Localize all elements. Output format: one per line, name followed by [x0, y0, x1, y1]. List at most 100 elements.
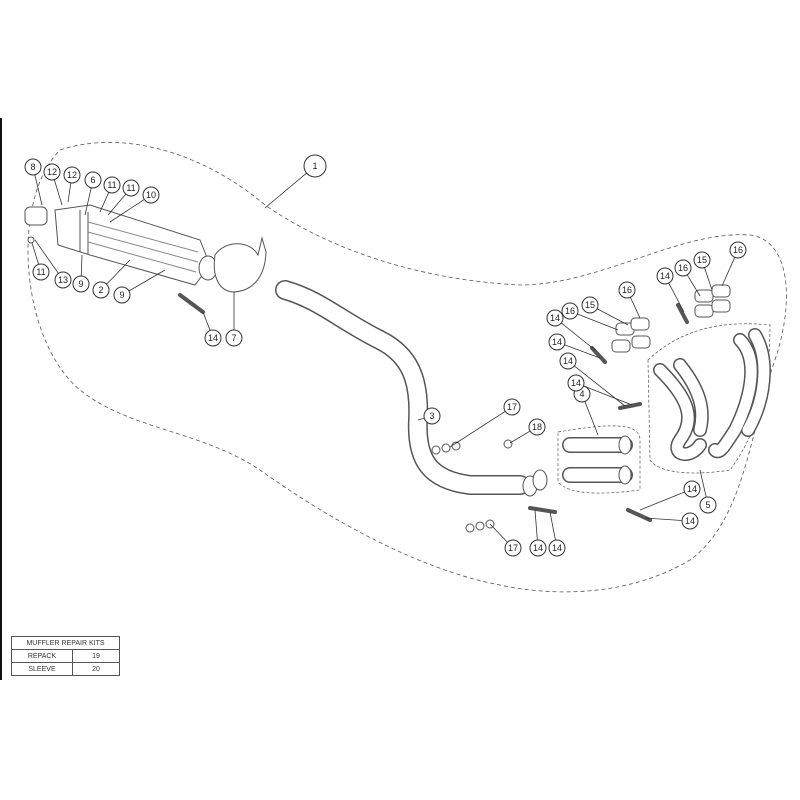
kit-name: SLEEVE — [11, 662, 73, 676]
callout-3: 3 — [417, 407, 441, 425]
leader-line — [509, 430, 531, 444]
callout-circle — [72, 275, 90, 293]
collector — [557, 425, 641, 494]
leader-line — [67, 182, 72, 203]
callout-number: 9 — [78, 279, 83, 289]
callout-circle — [54, 271, 72, 289]
callout-16: 16 — [561, 302, 619, 331]
callout-circle — [122, 179, 140, 197]
kit-part-number: 20 — [72, 662, 120, 676]
kit-part-number: 19 — [72, 649, 120, 663]
leader-line — [560, 322, 596, 351]
callout-number: 16 — [622, 285, 632, 295]
callout-number: 17 — [507, 402, 517, 412]
leader-line — [596, 308, 629, 326]
callout-circle — [103, 176, 121, 194]
repair-kits-table: MUFFLER REPAIR KITS REPACK 19 SLEEVE 20 — [11, 636, 120, 676]
callout-number: 14 — [533, 543, 543, 553]
callout-circle — [699, 496, 717, 514]
end-cap — [24, 206, 48, 226]
callout-16: 16 — [618, 281, 641, 319]
leader-line — [53, 179, 63, 206]
small-parts — [431, 284, 731, 533]
callout-circle — [561, 302, 579, 320]
callout-16: 16 — [721, 241, 747, 287]
callout-number: 11 — [107, 180, 116, 190]
callout-number: 6 — [90, 175, 95, 185]
callout-number: 2 — [98, 285, 103, 295]
leader-line — [534, 509, 538, 541]
callout-number: 11 — [126, 183, 135, 193]
callout-16: 16 — [674, 259, 701, 297]
callout-number: 14 — [552, 337, 562, 347]
leader-line — [704, 267, 713, 291]
callout-11: 11 — [31, 242, 50, 281]
leader-line — [202, 311, 211, 331]
callout-11: 11 — [99, 176, 121, 213]
callout-14: 14 — [548, 511, 566, 557]
callout-11: 11 — [107, 179, 140, 216]
callout-14: 14 — [548, 333, 601, 359]
callout-circle — [581, 296, 599, 314]
leader-line — [644, 517, 683, 521]
callout-circle — [32, 263, 50, 281]
callout-number: 16 — [565, 306, 575, 316]
leader-line — [106, 259, 131, 285]
callout-circle — [567, 374, 585, 392]
washer — [27, 236, 35, 244]
callout-14: 14 — [546, 309, 596, 351]
callout-circle — [681, 512, 699, 530]
callout-circle — [225, 329, 243, 347]
callout-number: 14 — [208, 333, 218, 343]
callout-14: 14 — [644, 512, 699, 530]
callout-circle — [113, 286, 131, 304]
callout-number: 9 — [119, 290, 124, 300]
callout-number: 14 — [687, 484, 697, 494]
callout-circle — [24, 158, 42, 176]
callout-14: 14 — [567, 374, 633, 406]
muffler-bracket — [213, 236, 267, 293]
callout-circle — [618, 281, 636, 299]
callout-circle — [546, 309, 564, 327]
callout-number: 14 — [685, 516, 695, 526]
callout-circle — [529, 539, 547, 557]
callout-9: 9 — [72, 254, 90, 293]
leader-line — [699, 469, 707, 498]
table-row: SLEEVE 20 — [11, 662, 120, 676]
callout-number: 14 — [660, 271, 670, 281]
leader-line — [34, 174, 43, 206]
callout-7: 7 — [225, 292, 243, 347]
callout-number: 14 — [563, 356, 573, 366]
callout-number: 8 — [30, 162, 35, 172]
kit-name: REPACK — [11, 649, 73, 663]
table-row: REPACK 19 — [11, 649, 120, 663]
callout-12: 12 — [43, 163, 63, 206]
frame-border — [0, 118, 2, 680]
callout-circle — [43, 163, 61, 181]
leader-line — [109, 199, 145, 223]
leader-line — [449, 411, 506, 448]
leader-line — [686, 274, 701, 297]
callout-18: 18 — [509, 418, 546, 444]
repair-kits-title: MUFFLER REPAIR KITS — [11, 636, 120, 650]
callout-17: 17 — [489, 523, 522, 557]
callout-number: 16 — [733, 245, 743, 255]
callout-circle — [504, 539, 522, 557]
callout-15: 15 — [581, 296, 629, 326]
callout-13: 13 — [34, 239, 72, 289]
callout-circle — [503, 398, 521, 416]
callout-number: 1 — [312, 161, 317, 171]
leader-line — [549, 511, 556, 541]
callout-number: 15 — [585, 300, 595, 310]
link-pipe — [275, 280, 548, 497]
callout-number: 5 — [705, 500, 710, 510]
callout-circle — [656, 267, 674, 285]
leader-line — [583, 385, 633, 406]
leader-line — [84, 187, 92, 216]
callout-10: 10 — [109, 186, 160, 223]
callout-circle — [528, 418, 546, 436]
leader-line — [630, 297, 641, 319]
assembly-boundary — [27, 142, 787, 593]
